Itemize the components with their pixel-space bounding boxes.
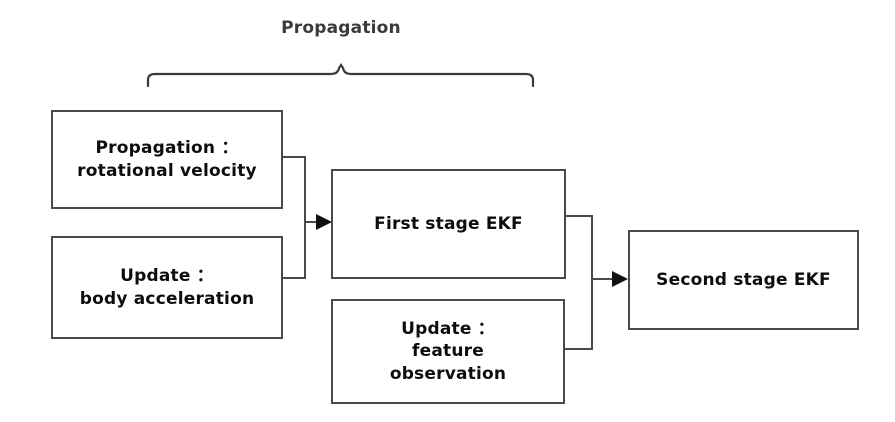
edge-upd-feat-to-second-ekf <box>565 279 593 350</box>
arrowhead-into-second-ekf <box>612 271 628 287</box>
node-label: Second stage EKF <box>656 269 831 290</box>
edge-prop-rot-to-first-ekf <box>283 156 306 222</box>
node-label: Propagation ： rotational velocity <box>77 138 257 181</box>
node-label: Update ： body acceleration <box>79 266 255 309</box>
arrowhead-into-first-ekf <box>316 214 332 230</box>
node-update-body-acceleration[interactable]: Update ： body acceleration <box>51 236 283 339</box>
node-second-stage-ekf[interactable]: Second stage EKF <box>628 230 859 330</box>
node-update-feature-observation[interactable]: Update ： feature observation <box>331 299 565 404</box>
node-label: Update ： feature observation <box>389 318 507 384</box>
group-label-propagation: Propagation <box>281 18 401 38</box>
edge-first-ekf-to-second-ekf <box>566 215 593 279</box>
edge-upd-acc-to-first-ekf <box>283 222 306 279</box>
node-propagation-rotational-velocity[interactable]: Propagation ： rotational velocity <box>51 110 283 209</box>
node-first-stage-ekf[interactable]: First stage EKF <box>331 169 566 279</box>
node-label: First stage EKF <box>374 213 523 234</box>
curly-brace-top <box>146 63 535 88</box>
